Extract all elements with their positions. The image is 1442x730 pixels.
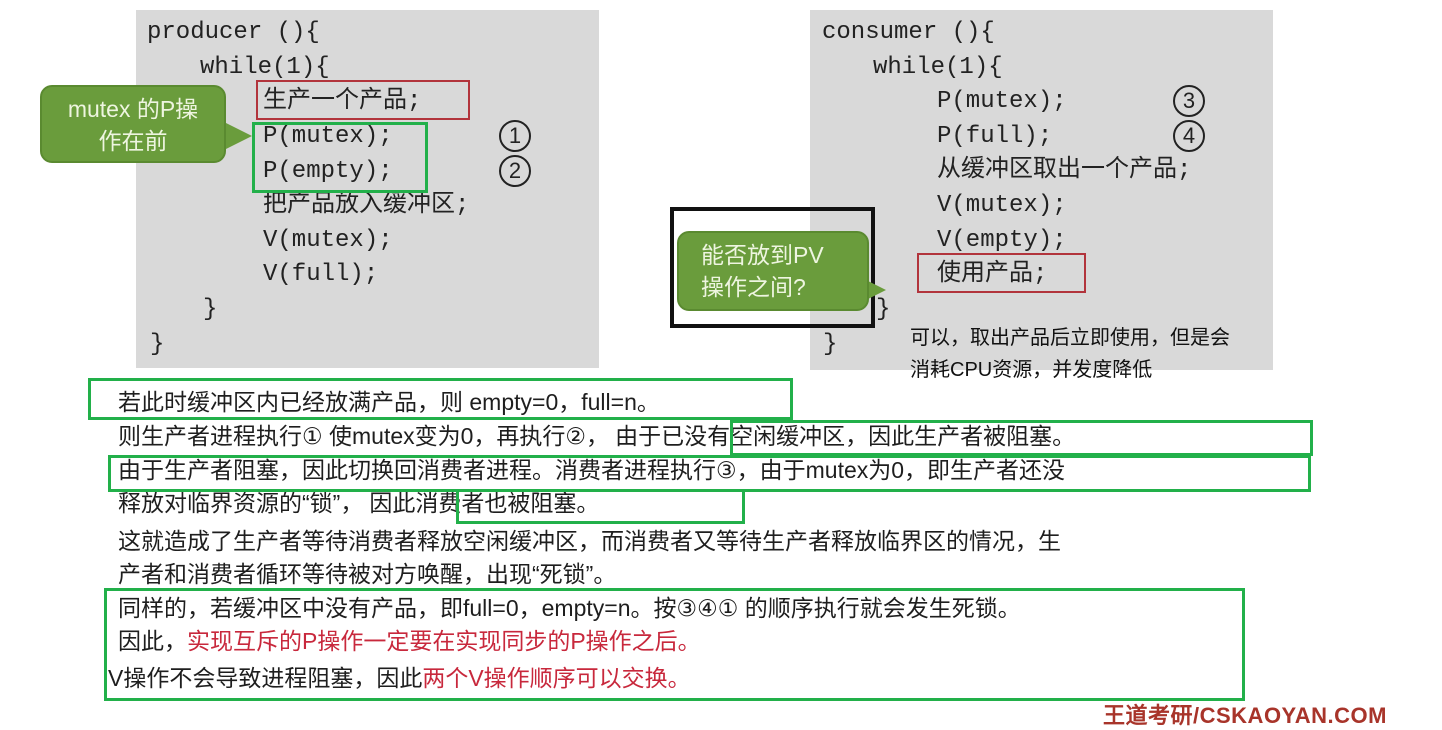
highlight-box (104, 588, 1245, 701)
code-line: while(1){ (200, 54, 330, 81)
code-line: P(empty); (263, 158, 393, 185)
callout-tail (866, 280, 886, 300)
use-product-highlight-box (917, 253, 1086, 293)
emphasis-text: 两个V操作顺序可以交换。 (422, 665, 691, 691)
code-line: } (150, 331, 165, 358)
highlight-box (730, 420, 1313, 456)
mutex-callout: mutex 的P操 作在前 (40, 85, 226, 163)
callout-line: 作在前 (98, 128, 168, 154)
code-line: 从缓冲区取出一个产品; (937, 157, 1192, 184)
question-frame (670, 207, 875, 328)
code-line: 把产品放入缓冲区; (263, 192, 470, 219)
callout-line: 操作之间? (701, 274, 806, 300)
code-line: producer (){ (147, 19, 320, 46)
highlight-box (456, 489, 745, 524)
emphasis-text: 实现互斥的P操作一定要在实现同步的P操作之后。 (187, 628, 701, 654)
text-segment: 则生产者进程执行① 使mutex变为0，再执行②， (118, 423, 610, 449)
code-line: P(mutex); (263, 123, 393, 150)
answer-line: 可以，取出产品后立即使用，但是会 (910, 327, 1230, 349)
text-segment: V操作不会导致进程阻塞，因此 (108, 665, 423, 691)
callout-line: 能否放到PV (701, 242, 824, 268)
code-line: P(full); (937, 123, 1053, 150)
text-segment: 释放对临界资源的“锁”， (118, 490, 364, 516)
code-line: V(full); (263, 261, 379, 288)
callout-line: mutex 的P操 (67, 96, 199, 122)
code-line: } (876, 296, 891, 323)
explanation-line: 释放对临界资源的“锁”，因此消费者也被阻塞。 (118, 488, 599, 518)
code-line: } (823, 331, 838, 358)
explanation-line: 同样的，若缓冲区中没有产品，即full=0，empty=n。按③④① 的顺序执行… (118, 595, 1021, 621)
explanation-line: 若此时缓冲区内已经放满产品，则 empty=0，full=n。 (118, 389, 660, 415)
code-line: V(mutex); (937, 192, 1067, 219)
explanation-line: V操作不会导致进程阻塞，因此两个V操作顺序可以交换。 (108, 663, 691, 693)
watermark: 王道考研/CSKAOYAN.COM (1103, 703, 1387, 728)
consumer-code-panel (810, 10, 1273, 370)
code-line: 使用产品; (937, 261, 1048, 288)
code-line: V(mutex); (263, 227, 393, 254)
producer-code-panel (136, 10, 599, 368)
code-line: while(1){ (873, 54, 1003, 81)
callout-tail (224, 122, 252, 150)
p-ops-highlight-box (252, 122, 428, 193)
code-line: } (203, 296, 218, 323)
explanation-line: 由于生产者阻塞，因此切换回消费者进程。消费者进程执行③，由于mutex为0，即生… (118, 457, 1066, 483)
produce-highlight-box (256, 80, 470, 120)
code-line: 生产一个产品; (263, 88, 422, 115)
marker-4: 4 (1173, 120, 1205, 152)
text-segment: 因此， (118, 628, 187, 654)
text-segment: 由于已没有空闲缓冲区，因此生产者被阻塞。 (615, 423, 1076, 449)
pv-question-callout: 能否放到PV 操作之间? (677, 231, 869, 311)
highlight-box (88, 378, 793, 420)
marker-2: 2 (499, 155, 531, 187)
code-line: consumer (){ (822, 19, 995, 46)
code-line: V(empty); (937, 227, 1067, 254)
marker-1: 1 (499, 120, 531, 152)
highlight-box (108, 455, 1311, 492)
code-line: P(mutex); (937, 88, 1067, 115)
explanation-line: 因此，实现互斥的P操作一定要在实现同步的P操作之后。 (118, 626, 701, 656)
explanation-line: 产者和消费者循环等待被对方唤醒，出现“死锁”。 (118, 561, 617, 587)
answer-line: 消耗CPU资源，并发度降低 (910, 359, 1153, 381)
text-segment: 因此消费者也被阻塞。 (369, 490, 600, 516)
explanation-line: 则生产者进程执行① 使mutex变为0，再执行②，由于已没有空闲缓冲区，因此生产… (118, 421, 1075, 451)
explanation-line: 这就造成了生产者等待消费者释放空闲缓冲区，而消费者又等待生产者释放临界区的情况，… (118, 528, 1061, 554)
marker-3: 3 (1173, 85, 1205, 117)
